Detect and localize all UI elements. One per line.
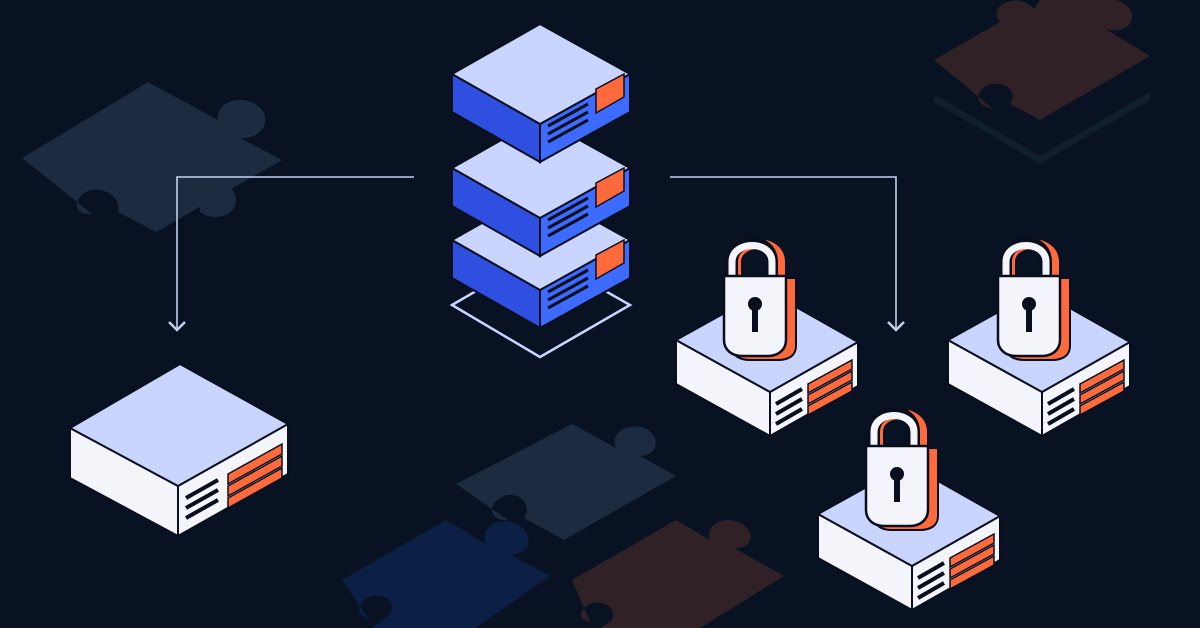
padlock-icon bbox=[722, 236, 797, 361]
puzzle-piece-icon bbox=[572, 519, 784, 628]
arrow-right-connector bbox=[670, 176, 905, 332]
puzzle-piece-icon bbox=[342, 520, 550, 628]
server-icon bbox=[67, 362, 291, 538]
central-server-stack bbox=[449, 22, 633, 359]
puzzle-piece-icon bbox=[934, 0, 1150, 164]
puzzle-piece-icon bbox=[456, 424, 676, 540]
locked-server-3 bbox=[815, 406, 1003, 612]
server-icon bbox=[815, 462, 1003, 612]
server-stack-icon bbox=[449, 22, 633, 164]
arrow-left-connector bbox=[168, 176, 414, 332]
locked-server-2 bbox=[945, 236, 1133, 438]
puzzle-piece-icon bbox=[22, 82, 282, 232]
padlock-icon bbox=[864, 406, 939, 531]
server-stack-icon bbox=[449, 116, 633, 258]
locked-server-1 bbox=[673, 236, 861, 438]
padlock-icon bbox=[996, 236, 1071, 361]
